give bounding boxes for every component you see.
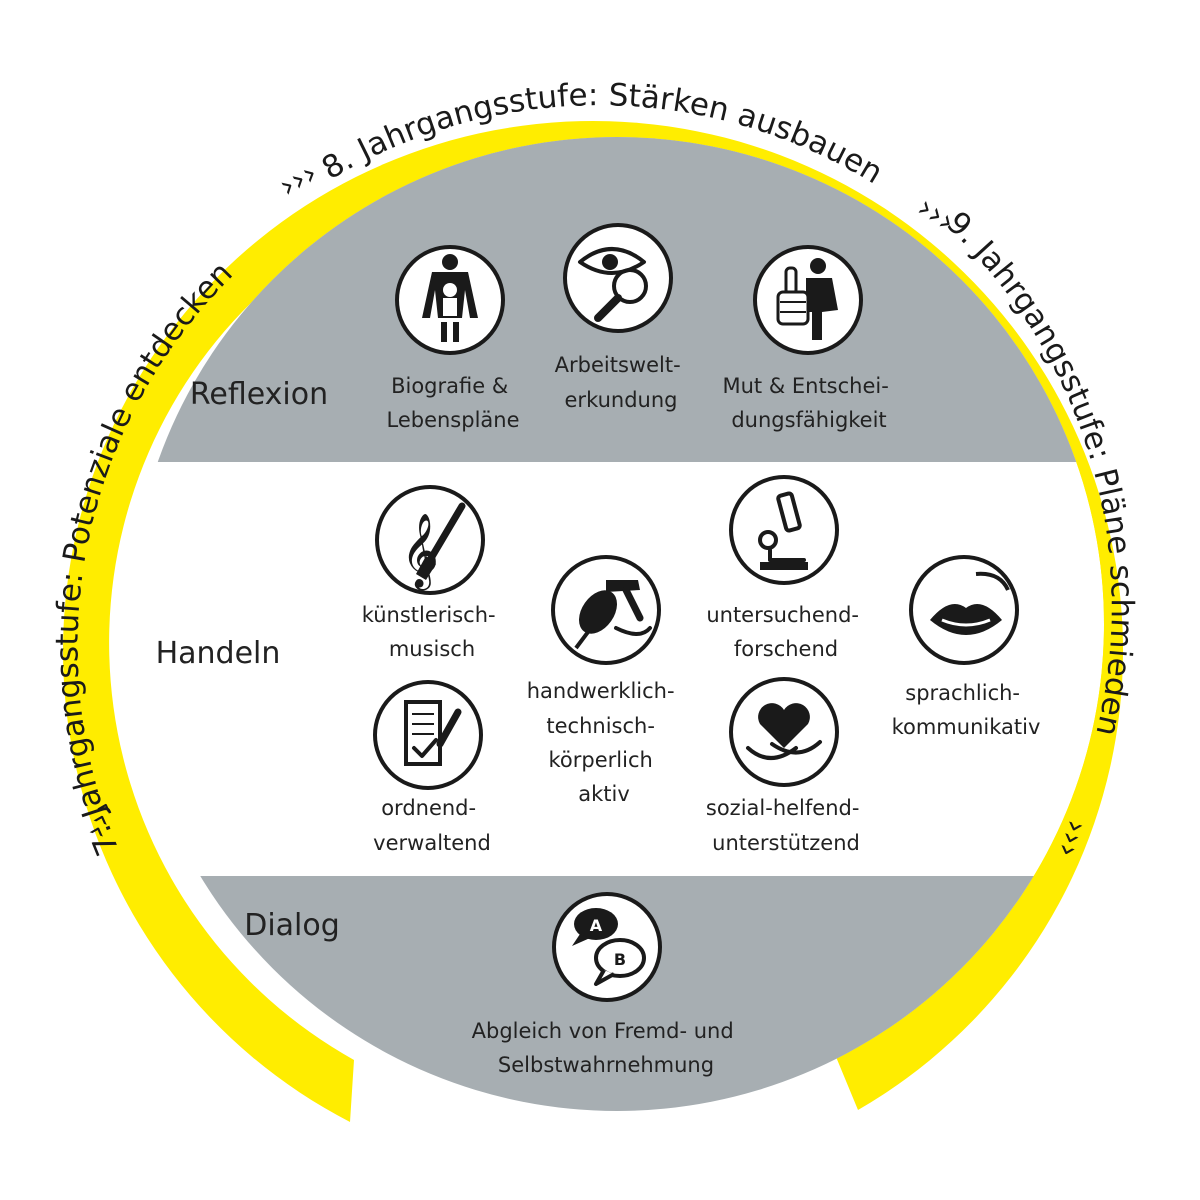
caption-abgleich: Abgleich von Fremd- und Selbstwahrnehmun… (472, 1019, 741, 1077)
treble-clef-brush-icon: 𝄞 (375, 485, 485, 595)
svg-text:A: A (590, 916, 603, 935)
band-label-reflexion: Reflexion (190, 377, 328, 412)
caption-untersuchend: untersuchend- forschend (706, 603, 865, 661)
caption-ordnend: ordnend- verwaltend (373, 796, 491, 855)
caption-handwerklich: handwerklich- technisch- körperlich akti… (527, 679, 682, 806)
caption-kuenstlerisch: künstlerisch- musisch (362, 603, 503, 661)
caption-arbeitswelt: Arbeitswelt- erkundung (555, 353, 688, 412)
eye-magnifier-icon (563, 223, 673, 333)
lips-speech-icon (909, 555, 1019, 665)
band-label-dialog: Dialog (244, 908, 340, 943)
caption-sozial: sozial-helfend- unterstützend (706, 796, 866, 855)
speech-bubbles-ab-icon: A B (552, 892, 662, 1002)
parent-child-icon (395, 245, 505, 355)
mouse-hammer-icon (551, 555, 661, 665)
caption-biografie: Biografie & Lebenspläne (386, 374, 519, 432)
microscope-icon (729, 475, 839, 585)
caption-sprachlich: sprachlich- kommunikativ (892, 681, 1041, 739)
form-pencil-icon (373, 680, 483, 790)
heart-hands-icon (729, 677, 839, 787)
thumbs-up-person-icon (753, 245, 863, 355)
svg-text:B: B (614, 950, 626, 969)
caption-mut: Mut & Entschei- dungsfähigkeit (722, 374, 895, 432)
ring-arrows-1: ››› (273, 155, 323, 205)
band-label-handeln: Handeln (156, 636, 281, 671)
